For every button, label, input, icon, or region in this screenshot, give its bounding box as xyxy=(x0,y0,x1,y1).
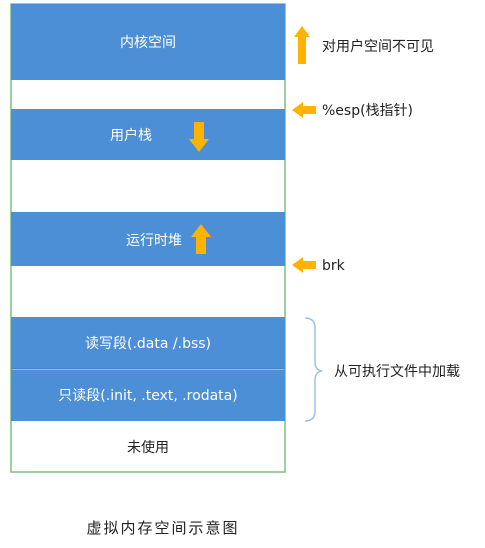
brk-note: brk xyxy=(322,258,346,274)
rw-segment-label: 读写段(.data /.bss) xyxy=(85,335,211,352)
stack-grow-down-arrow-icon xyxy=(189,122,209,152)
user-stack-label: 用户栈 xyxy=(110,127,152,144)
ro-segment-label: 只读段(.init, .text, .rodata) xyxy=(58,387,237,404)
rw-segment-block xyxy=(11,317,285,369)
loaded-note: 从可执行文件中加载 xyxy=(334,364,460,380)
heap-block xyxy=(11,212,285,266)
kernel-space-label: 内核空间 xyxy=(120,35,176,51)
kernel-space-block xyxy=(11,4,285,80)
brk-left-arrow-icon xyxy=(292,257,316,273)
kernel-up-arrow-icon xyxy=(294,26,310,64)
diagram-caption: 虚拟内存空间示意图 xyxy=(86,519,239,537)
heap-grow-up-arrow-icon xyxy=(191,224,211,254)
unused-label: 未使用 xyxy=(127,439,169,456)
esp-left-arrow-icon xyxy=(292,102,316,118)
kernel-note: 对用户空间不可见 xyxy=(322,38,434,55)
esp-note: %esp(栈指针) xyxy=(322,103,413,119)
loaded-segments-brace xyxy=(304,317,323,422)
ro-segment-block xyxy=(11,370,285,421)
user-stack-block xyxy=(11,109,285,160)
heap-label: 运行时堆 xyxy=(126,233,182,249)
